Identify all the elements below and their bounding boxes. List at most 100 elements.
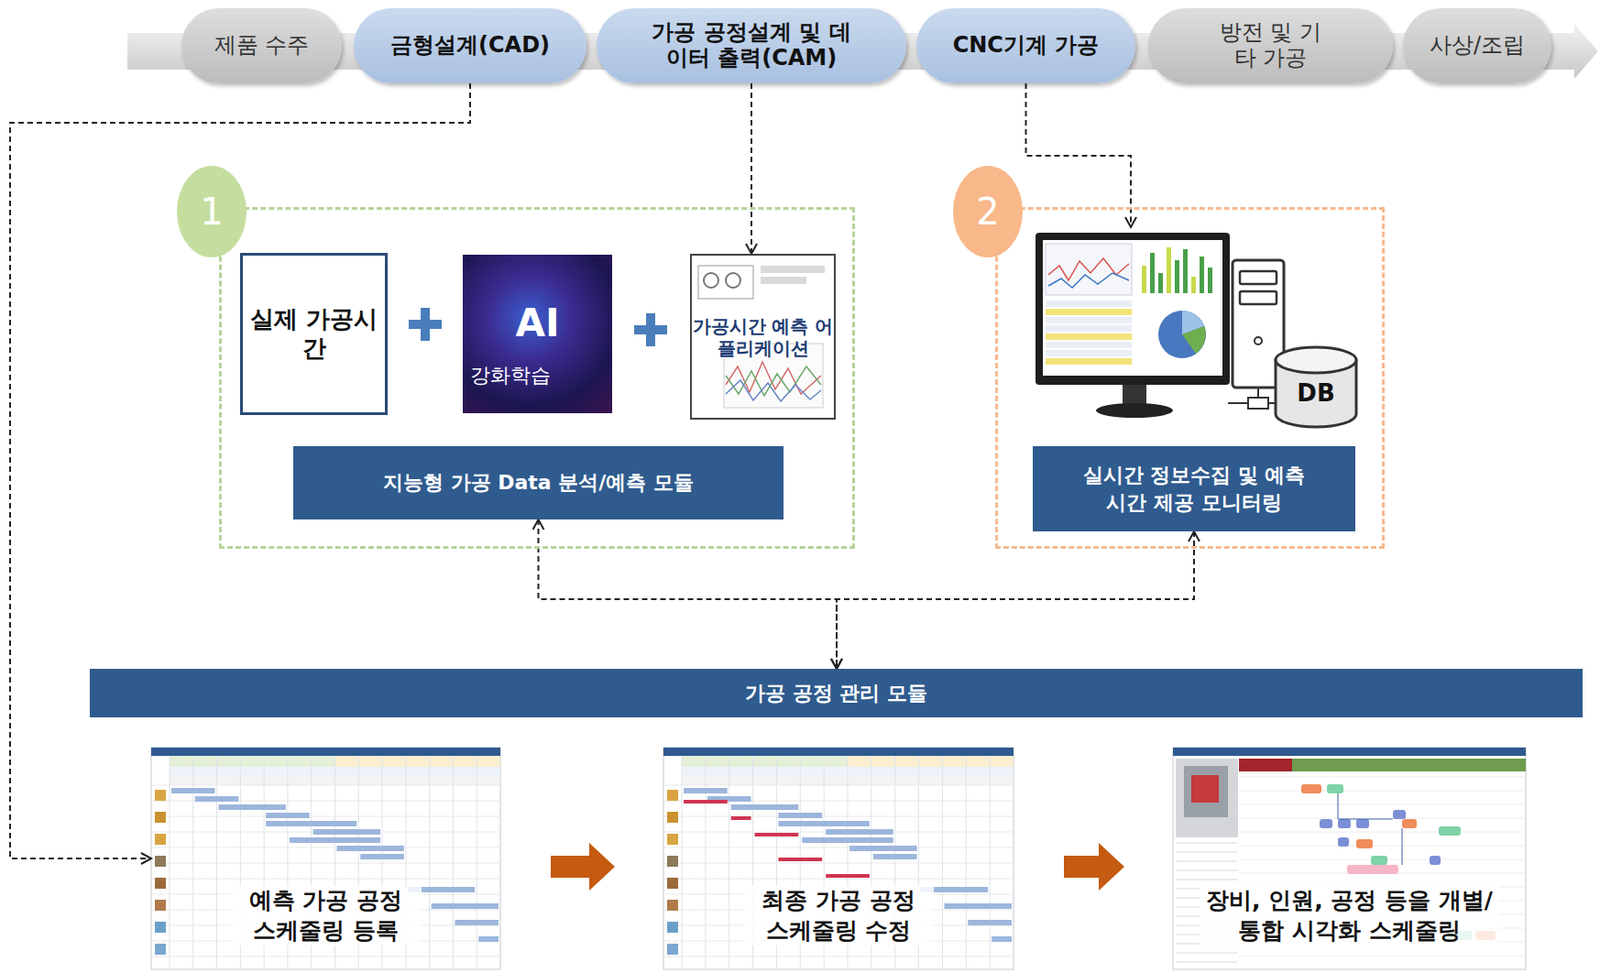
task-bar xyxy=(360,854,405,860)
part-icon xyxy=(667,943,679,955)
task-bar xyxy=(731,804,800,811)
grid-line xyxy=(151,847,501,849)
app-gear xyxy=(725,273,741,288)
part-icon xyxy=(154,921,166,933)
task-bar xyxy=(337,845,405,852)
plus-bar xyxy=(420,307,430,341)
table-line xyxy=(1175,879,1238,881)
dependency-line xyxy=(1402,828,1403,866)
part-icon xyxy=(154,877,166,889)
node-text: CNC기계 가공 xyxy=(953,32,1100,59)
screen-bar xyxy=(1207,267,1213,294)
schedule-screenshot xyxy=(151,747,501,970)
task-bar xyxy=(873,854,918,860)
grid-line xyxy=(663,816,1014,818)
part-icon xyxy=(667,833,679,845)
node-text: 예측 가공 공정 스케줄링 등록 xyxy=(230,886,422,946)
table-line xyxy=(1175,861,1238,863)
screen-row xyxy=(1045,308,1132,316)
task-bar xyxy=(683,788,728,794)
dashed-connector xyxy=(538,519,838,669)
machine-photo xyxy=(1175,758,1239,838)
management-band: 가공 공정 관리 모듈 xyxy=(89,668,1583,718)
screen-line xyxy=(1048,273,1129,288)
screen-bar xyxy=(1199,256,1205,294)
task-block xyxy=(1319,819,1333,829)
screen-bar xyxy=(1166,247,1172,294)
schedule-screen: 장비, 인원, 공정 등을 개별/통합 시각화 스케줄링 xyxy=(1172,747,1526,970)
grid-line xyxy=(663,847,1014,849)
part-icon xyxy=(667,789,679,801)
grid-line xyxy=(663,785,1014,787)
task-block xyxy=(1337,819,1351,829)
part-icon xyxy=(667,921,679,933)
screen-panel xyxy=(1045,243,1132,296)
changed-bar xyxy=(683,800,728,804)
week-header xyxy=(169,756,336,768)
task-bar xyxy=(478,936,499,943)
monitor-stand xyxy=(1122,383,1147,406)
screen-bar xyxy=(1141,265,1147,294)
table-line xyxy=(1175,843,1238,844)
process-step: 방전 및 기타 가공 xyxy=(1148,8,1393,84)
app-box: 가공시간 예측 어플리케이션 xyxy=(690,253,836,420)
task-bar xyxy=(778,821,869,827)
date-header xyxy=(1292,758,1526,772)
app-ground xyxy=(690,253,836,420)
task-block xyxy=(1356,839,1373,849)
task-block xyxy=(1402,819,1417,829)
task-bar xyxy=(454,920,499,926)
app-field xyxy=(760,265,825,274)
task-block xyxy=(1438,826,1461,836)
monitor-base xyxy=(1095,403,1173,418)
process-step: 금형설계(CAD) xyxy=(353,8,587,84)
dashed-connector xyxy=(1026,83,1132,228)
changed-bar xyxy=(755,832,800,837)
node-text: 가공시간 예측 어플리케이션 xyxy=(691,315,834,360)
monitor-illustration xyxy=(1035,232,1357,428)
node-text: 강화학습 xyxy=(470,361,551,390)
part-icon xyxy=(667,877,679,889)
changed-bar xyxy=(825,874,870,878)
part-icon xyxy=(667,855,679,867)
task-bar xyxy=(849,845,918,852)
module-bar: 지능형 가공 Data 분석/예측 모듈 xyxy=(293,446,784,520)
screen-pie xyxy=(1158,310,1206,359)
node-text: 최종 가공 공정 스케줄링 수정 xyxy=(743,886,934,946)
table-line xyxy=(1175,852,1238,854)
task-block xyxy=(1337,837,1349,847)
plus-sign xyxy=(408,307,442,341)
ai-image-box: AI강화학습 xyxy=(462,254,613,414)
part-icon xyxy=(154,899,166,911)
process-step: CNC기계 가공 xyxy=(916,8,1136,84)
task-bar xyxy=(825,829,894,835)
block-arrow xyxy=(550,843,615,891)
process-step: 사상/조립 xyxy=(1402,8,1552,84)
node-text: 실시간 정보수집 및 예측시간 제공 모니터링 xyxy=(1079,461,1309,516)
app-illustration xyxy=(690,253,836,420)
tower-button xyxy=(1254,337,1262,345)
screenshot-titlebar xyxy=(151,747,501,757)
module-region: 1실제 가공시간AI강화학습가공시간 예측 어플리케이션지능형 가공 Data … xyxy=(219,207,855,549)
input-box: 실제 가공시간 xyxy=(240,252,388,416)
task-bar xyxy=(991,936,1012,943)
task-bar xyxy=(778,812,822,819)
part-icon xyxy=(154,811,166,823)
app-chart-line xyxy=(725,380,822,402)
module-region: 2실시간 정보수집 및 예측시간 제공 모니터링 xyxy=(995,207,1385,549)
screen-row xyxy=(1045,341,1132,349)
task-bar xyxy=(289,837,381,844)
screen-row xyxy=(1045,300,1132,307)
process-step: 제품 수주 xyxy=(181,8,342,84)
task-bar xyxy=(219,804,286,811)
task-bar xyxy=(801,837,893,844)
date-header xyxy=(1238,758,1293,772)
machine-door xyxy=(1191,775,1219,803)
week-header xyxy=(847,756,1014,768)
grid-line xyxy=(151,863,501,865)
grid-line xyxy=(663,878,1014,880)
screen-bar xyxy=(1174,260,1180,294)
callout-number: 1 xyxy=(176,165,247,258)
screen-row xyxy=(1045,325,1132,332)
